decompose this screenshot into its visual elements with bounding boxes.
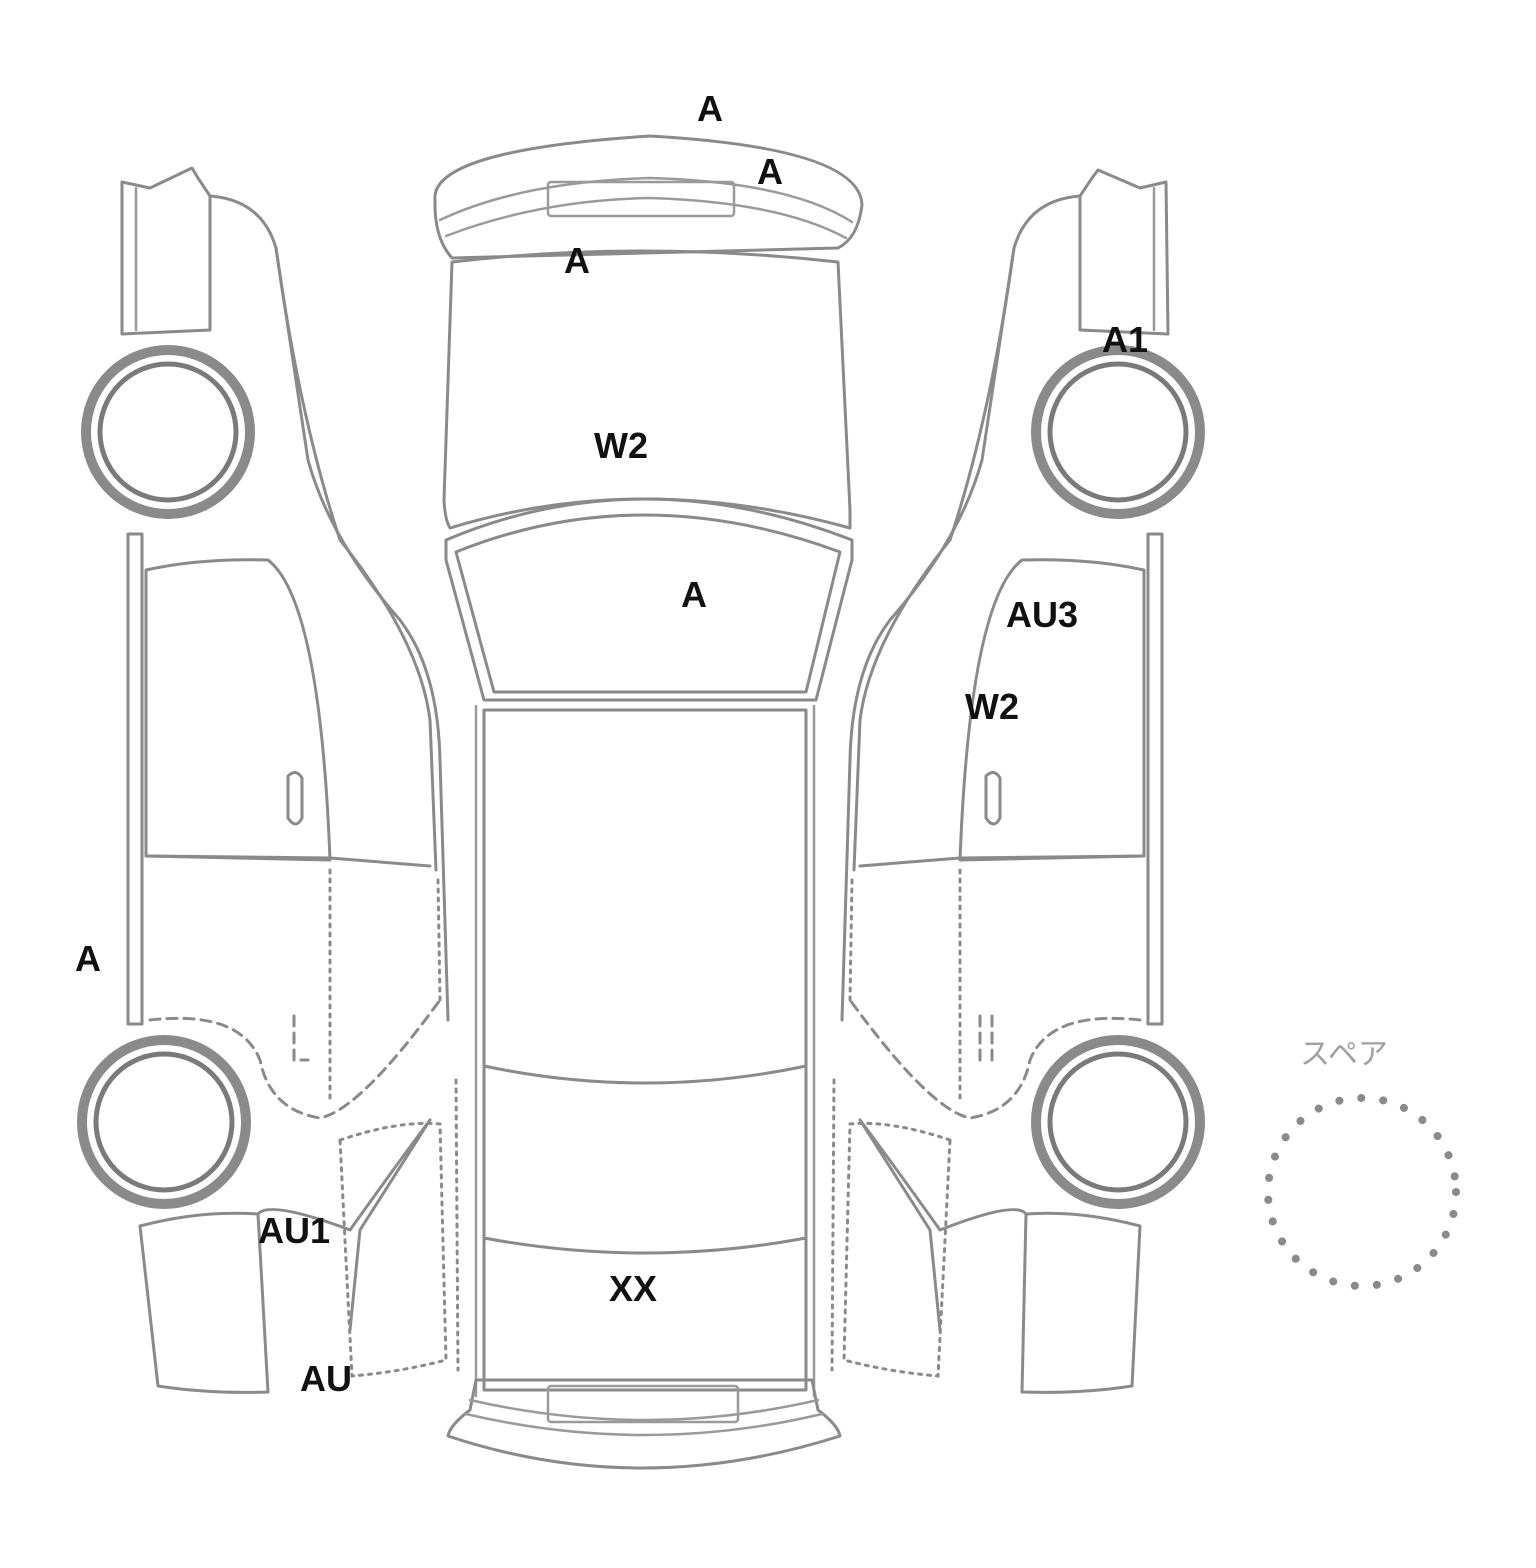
- left-rear-tire-inner: [93, 1051, 235, 1193]
- left-front-tire: [81, 345, 255, 519]
- left-rear-door-hidden: [328, 868, 442, 1102]
- right-front-tire-inner: [1047, 361, 1189, 503]
- right-rear-panel-hidden: [842, 1121, 952, 1378]
- damage-marks: A A A W2 A A1 AU3 W2 A AU1 AU XX: [75, 88, 1148, 1399]
- damage-mark: A: [564, 240, 590, 281]
- spare-label: スペア: [1300, 1037, 1388, 1072]
- car-top-view: [433, 134, 864, 1470]
- left-rear-tire: [77, 1035, 251, 1209]
- left-pillar-inner: [274, 246, 438, 872]
- front-bumper-inner: [438, 176, 854, 224]
- left-door-split: [144, 854, 432, 868]
- left-rear-quarter-hidden: [454, 1078, 460, 1372]
- right-pillar-inner: [852, 246, 1016, 872]
- roof-outline-inner: [474, 704, 816, 1398]
- roof-outline: [482, 708, 808, 1392]
- right-rear-hidden-curve: [848, 998, 1142, 1120]
- right-rear-bumper: [1020, 1211, 1142, 1394]
- left-rear-handle-hidden: [292, 1014, 310, 1062]
- right-front-tire: [1031, 345, 1205, 519]
- damage-mark: W2: [594, 425, 648, 466]
- spare-tire: スペア: [1264, 1037, 1460, 1290]
- car-right-side-view: [830, 168, 1205, 1394]
- left-front-door: [144, 558, 332, 862]
- damage-mark: A: [75, 938, 101, 979]
- damage-mark: W2: [965, 686, 1019, 727]
- left-door-handle: [286, 771, 304, 826]
- damage-mark: AU1: [258, 1210, 330, 1251]
- right-rear-door-hidden: [848, 868, 962, 1102]
- left-front-tire-inner: [97, 361, 239, 503]
- damage-mark: A1: [1102, 319, 1148, 360]
- right-rear-handle-hidden: [978, 1014, 994, 1062]
- right-sill-bar: [1146, 532, 1164, 1026]
- right-front-door: [958, 558, 1146, 862]
- left-sill-bar: [126, 532, 144, 1026]
- rear-bumper-inner-2: [464, 1412, 824, 1437]
- windshield-frame: [444, 497, 854, 702]
- hood-outline: [442, 249, 852, 530]
- right-door-handle: [984, 771, 1002, 826]
- right-front-bumper: [1078, 168, 1170, 336]
- right-rear-tire-inner: [1047, 1051, 1189, 1193]
- front-grille: [546, 180, 736, 218]
- right-rear-pillar: [858, 1118, 1028, 1332]
- damage-mark: XX: [609, 1268, 657, 1309]
- spare-tire-circle: [1264, 1094, 1460, 1290]
- damage-mark: AU: [300, 1358, 352, 1399]
- left-rear-panel-hidden: [338, 1121, 448, 1378]
- rear-window-bottom: [482, 1236, 808, 1255]
- left-rear-pillar: [256, 1118, 432, 1332]
- front-bumper-inner-2: [444, 196, 848, 240]
- right-rear-tire: [1031, 1035, 1205, 1209]
- left-front-bumper: [120, 166, 212, 336]
- rear-plate-area: [546, 1384, 740, 1424]
- damage-mark: A: [757, 151, 783, 192]
- damage-mark: A: [681, 574, 707, 615]
- right-rear-quarter-hidden: [830, 1078, 836, 1372]
- windshield-glass: [454, 513, 842, 694]
- front-bumper-outline: [433, 134, 864, 260]
- damage-mark: A: [697, 88, 723, 129]
- right-door-split: [858, 854, 1146, 868]
- rear-bumper-inner: [468, 1398, 820, 1422]
- car-left-side-view: [77, 166, 460, 1394]
- left-rear-hidden-curve: [148, 998, 442, 1120]
- damage-mark: AU3: [1006, 594, 1078, 635]
- left-rear-bumper: [138, 1211, 270, 1394]
- rear-bumper-outline: [446, 1378, 842, 1470]
- rear-window-top: [482, 1064, 808, 1085]
